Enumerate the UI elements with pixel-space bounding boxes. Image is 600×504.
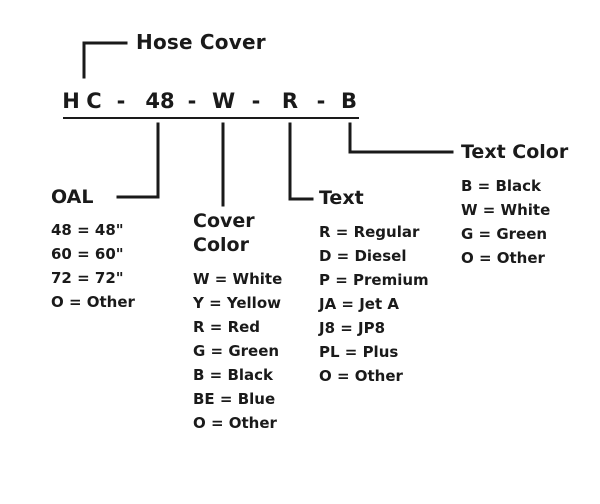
list-item: B = Black: [193, 366, 274, 384]
list-item: R = Regular: [319, 223, 420, 241]
list-item: 48 = 48": [51, 221, 124, 239]
list-item: B = Black: [461, 177, 542, 195]
list-item: G = Green: [461, 225, 548, 243]
text-color-heading: Text Color: [461, 141, 569, 163]
connector-text: [288, 122, 314, 201]
list-item: R = Red: [193, 318, 261, 336]
text-options: R = Regular D = Diesel P = Premium JA = …: [319, 220, 429, 388]
cover-color-options: W = White Y = Yellow R = Red G = Green B…: [193, 267, 282, 435]
list-item: BE = Blue: [193, 390, 276, 408]
list-item: P = Premium: [319, 271, 429, 289]
code-text: R: [281, 89, 299, 113]
list-item: O = Other: [461, 249, 545, 267]
code-char-c: C: [86, 89, 102, 113]
oal-options: 48 = 48" 60 = 60" 72 = 72" O = Other: [51, 218, 135, 314]
connector-text-color: [348, 122, 454, 154]
list-item: G = Green: [193, 342, 280, 360]
hose-cover-title: Hose Cover: [136, 30, 266, 54]
list-item: O = Other: [319, 367, 403, 385]
text-color-options: B = Black W = White G = Green O = Other: [461, 174, 550, 270]
list-item: D = Diesel: [319, 247, 407, 265]
code-separator: -: [187, 89, 197, 113]
list-item: W = White: [461, 201, 551, 219]
code-separator: -: [316, 89, 326, 113]
list-item: JA = Jet A: [319, 295, 399, 313]
code-text-color: B: [340, 89, 357, 113]
list-item: Y = Yellow: [193, 294, 281, 312]
list-item: W = White: [193, 270, 283, 288]
text-heading: Text: [319, 187, 364, 209]
connector-hose-cover: [82, 41, 128, 79]
connector-oal: [116, 122, 160, 199]
list-item: 60 = 60": [51, 245, 124, 263]
code-cover-color: W: [212, 89, 236, 113]
code-separator: -: [251, 89, 261, 113]
oal-heading: OAL: [51, 186, 94, 208]
cover-color-heading-line2: Color: [193, 234, 249, 256]
code-separator: -: [116, 89, 126, 113]
code-oal: 48: [145, 89, 175, 113]
list-item: O = Other: [193, 414, 277, 432]
list-item: J8 = JP8: [319, 319, 386, 337]
cover-color-heading-line1: Cover: [193, 210, 255, 232]
list-item: 72 = 72": [51, 269, 124, 287]
list-item: O = Other: [51, 293, 135, 311]
code-char-h: H: [62, 89, 80, 113]
list-item: PL = Plus: [319, 343, 399, 361]
